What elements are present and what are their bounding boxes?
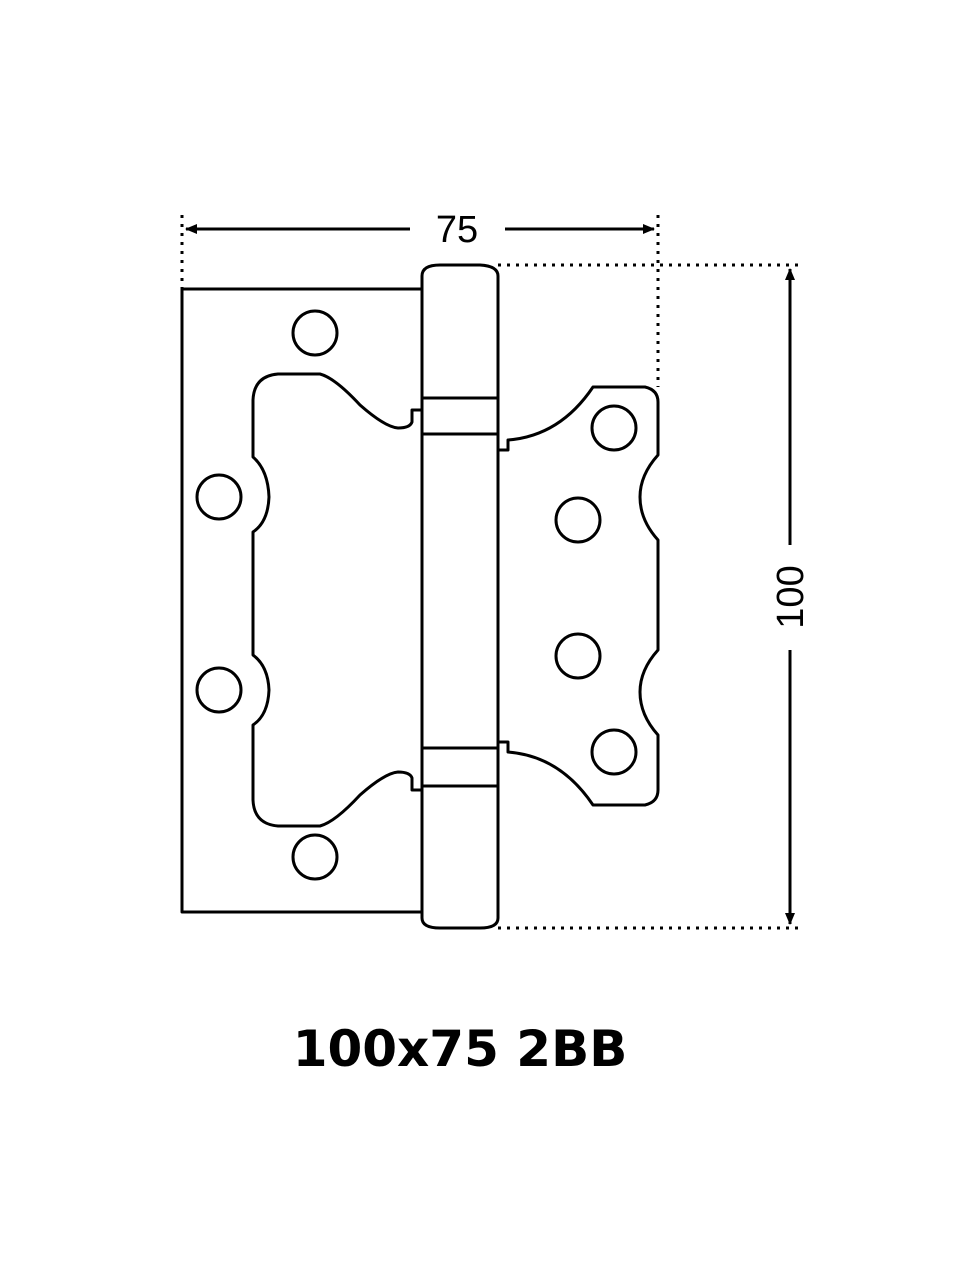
- left-hinge-leaf: [180, 287, 422, 914]
- screw-hole: [291, 833, 339, 881]
- left-leaf-cutout: [251, 372, 422, 828]
- product-title: 100x75 2BB: [292, 1020, 628, 1078]
- hinge-barrel: [420, 263, 500, 930]
- extension-lines: [180, 215, 800, 930]
- height-label: 100: [770, 565, 812, 628]
- screw-hole: [195, 666, 243, 714]
- screw-hole: [554, 496, 602, 544]
- screw-hole: [554, 632, 602, 680]
- screw-hole: [590, 404, 638, 452]
- width-dimension: 75: [185, 209, 655, 251]
- height-dimension: 100: [770, 268, 812, 925]
- screw-hole: [590, 728, 638, 776]
- right-hinge-leaf: [498, 385, 660, 807]
- width-label: 75: [436, 209, 478, 251]
- screw-hole: [195, 473, 243, 521]
- screw-hole: [291, 309, 339, 357]
